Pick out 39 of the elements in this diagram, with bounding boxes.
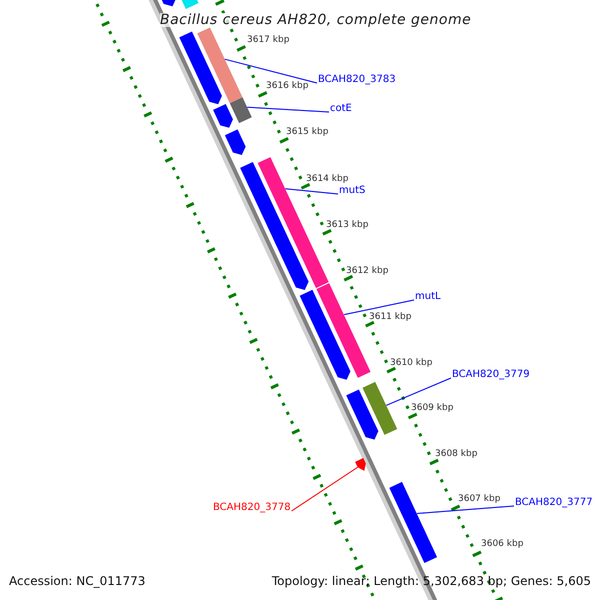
scale-label: 3607 kbp: [458, 495, 500, 504]
gene-bar: [316, 283, 371, 378]
scale-label: 3617 kbp: [247, 36, 290, 45]
leader-line: [344, 300, 414, 316]
gene-bar: [213, 104, 233, 128]
gene-bar: [179, 31, 222, 104]
gene-bar: [230, 97, 252, 124]
leader-line: [224, 58, 318, 84]
info-text: Accession: NC_011773: [9, 575, 146, 587]
leader-line: [284, 188, 338, 194]
leader-line: [246, 106, 330, 112]
scale-label: 3610 kbp: [390, 359, 432, 368]
leader-line: [386, 378, 452, 406]
gene-bar: [389, 482, 438, 564]
gene-label: BCAH820_3779: [452, 370, 530, 380]
scale-label: 3615 kbp: [286, 128, 328, 137]
gene-label: BCAH820_3777: [515, 498, 593, 508]
scale-label: 3609 kbp: [411, 404, 454, 413]
gene-label: mutL: [415, 292, 441, 302]
gene-label: BCAH820_3778: [213, 503, 291, 513]
gene-bar: [300, 290, 350, 380]
info-text: Topology: linear; Length: 5,302,683 bp; Genes: 5,605: [272, 575, 591, 587]
gene-bar: [355, 458, 366, 471]
scale-label: 3612 kbp: [346, 267, 388, 276]
scale-label: 3613 kbp: [326, 221, 368, 230]
scale-label: 3611 kbp: [369, 313, 412, 322]
gene-label: BCAH820_3783: [318, 75, 396, 85]
gene-bar: [346, 389, 378, 440]
leader-line: [416, 506, 514, 514]
scale-label: 3608 kbp: [435, 450, 478, 459]
gene-label: mutS: [339, 186, 366, 196]
scale-label: 3616 kbp: [266, 82, 308, 91]
gene-bar: [362, 382, 398, 435]
gene-bar: [197, 28, 242, 104]
gene-label: cotE: [330, 104, 352, 114]
gene-bar: [224, 129, 246, 155]
scale-label: 3606 kbp: [481, 540, 524, 549]
title: Bacillus cereus AH820, complete genome: [160, 13, 472, 27]
scale-label: 3614 kbp: [306, 175, 348, 184]
